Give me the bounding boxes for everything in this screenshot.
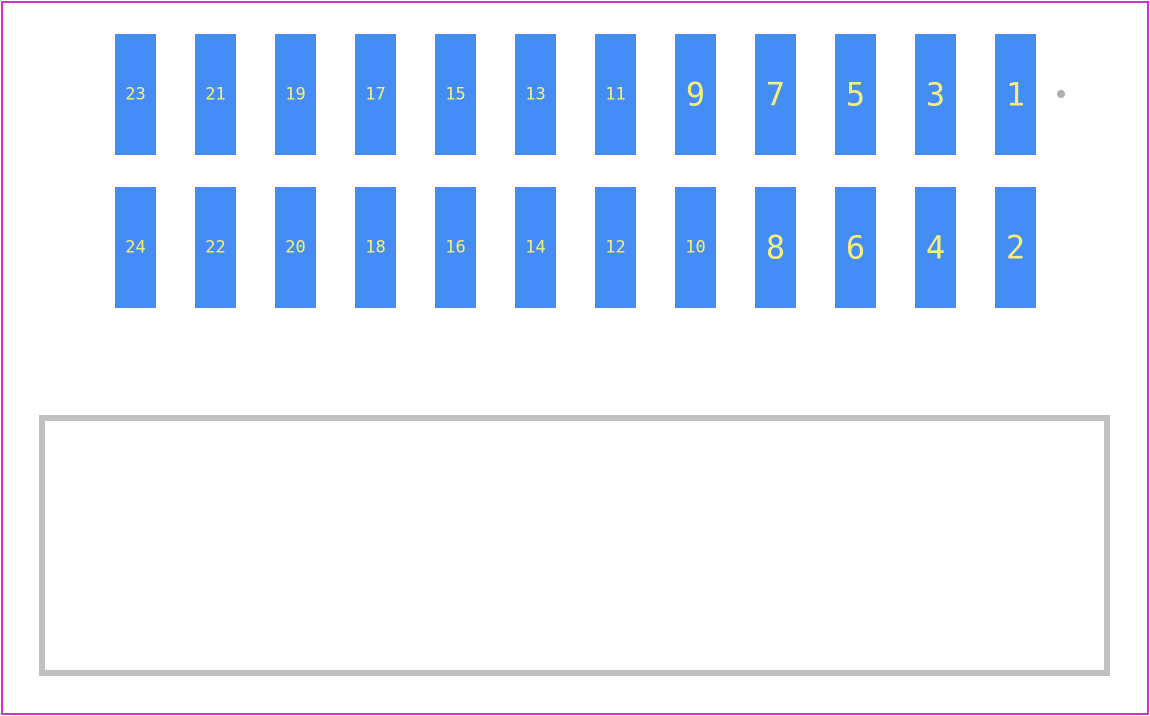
- pad-15: [435, 34, 476, 155]
- pad-3: [915, 34, 956, 155]
- pad-4: [915, 187, 956, 308]
- pad-11: [595, 34, 636, 155]
- pad-label-13: 13: [525, 85, 545, 105]
- pad-label-8: 8: [766, 229, 785, 267]
- pad-label-7: 7: [766, 76, 785, 114]
- pad-16: [435, 187, 476, 308]
- pad-12: [595, 187, 636, 308]
- pad-17: [355, 34, 396, 155]
- pad-label-9: 9: [686, 76, 705, 114]
- pad-label-15: 15: [445, 85, 465, 105]
- pad-14: [515, 187, 556, 308]
- pad-10: [675, 187, 716, 308]
- pad-1: [995, 34, 1036, 155]
- pad-label-6: 6: [846, 229, 865, 267]
- pad-label-17: 17: [365, 85, 385, 105]
- pad-label-11: 11: [605, 85, 625, 105]
- pad-label-12: 12: [605, 238, 625, 258]
- pad-label-5: 5: [846, 76, 865, 114]
- pin1-dot-icon: [1057, 90, 1065, 98]
- pad-label-2: 2: [1006, 229, 1025, 267]
- pad-label-4: 4: [926, 229, 945, 267]
- pad-22: [195, 187, 236, 308]
- pad-19: [275, 34, 316, 155]
- pad-7: [755, 34, 796, 155]
- pad-24: [115, 187, 156, 308]
- pad-13: [515, 34, 556, 155]
- pad-label-21: 21: [205, 85, 225, 105]
- pad-label-10: 10: [685, 238, 705, 258]
- silkscreen-outline-icon: [39, 415, 1110, 676]
- pad-label-20: 20: [285, 238, 305, 258]
- pad-21: [195, 34, 236, 155]
- pad-5: [835, 34, 876, 155]
- pad-array: 23 21 19 17 15 13 11 9 7 5 3 1 24 22 20 18 16 14 12 10 8 6 4 2: [115, 34, 1036, 308]
- pad-label-14: 14: [525, 238, 545, 258]
- pad-label-3: 3: [926, 76, 945, 114]
- pad-9: [675, 34, 716, 155]
- pad-label-18: 18: [365, 238, 385, 258]
- pad-label-1: 1: [1006, 76, 1025, 114]
- pad-label-23: 23: [125, 85, 145, 105]
- pad-18: [355, 187, 396, 308]
- pad-23: [115, 34, 156, 155]
- pad-8: [755, 187, 796, 308]
- pad-6: [835, 187, 876, 308]
- pad-2: [995, 187, 1036, 308]
- pad-20: [275, 187, 316, 308]
- pad-label-22: 22: [205, 238, 225, 258]
- pad-label-19: 19: [285, 85, 305, 105]
- pad-label-16: 16: [445, 238, 465, 258]
- pad-label-24: 24: [125, 238, 145, 258]
